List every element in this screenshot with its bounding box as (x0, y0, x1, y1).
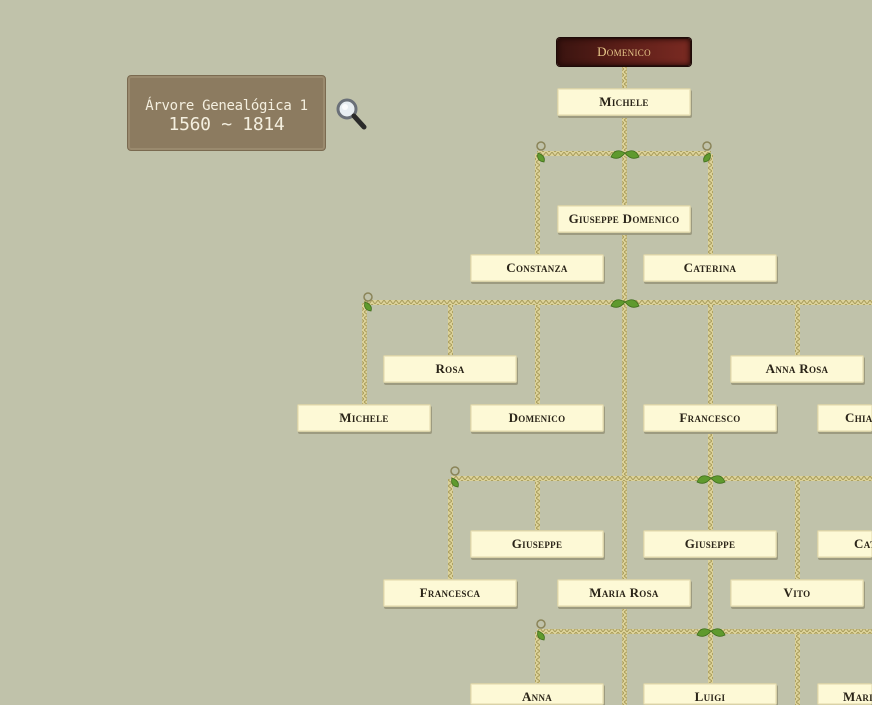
person-name: Francesco (679, 410, 741, 425)
person-name: Rosa (435, 361, 465, 376)
person-name: Michele (599, 94, 649, 109)
person-card-giuseppe-domenico[interactable]: Giuseppe Domenico (557, 205, 691, 233)
person-name: Maria Rosa (589, 585, 659, 600)
magnifier-icon[interactable] (333, 96, 369, 132)
person-name: Constanza (506, 260, 568, 275)
person-card-giuseppe-2[interactable]: Giuseppe (643, 530, 777, 558)
person-name: Vito (783, 585, 811, 600)
person-card-giuseppe[interactable]: Giuseppe (470, 530, 604, 558)
tree-title: Árvore Genealógica 1 (145, 98, 308, 114)
person-card-cat-partial[interactable]: Cat (817, 530, 872, 558)
person-name: Francesca (419, 585, 481, 600)
person-name: Mari (843, 689, 872, 704)
person-card-caterina[interactable]: Caterina (643, 254, 777, 282)
person-card-maria-rosa[interactable]: Maria Rosa (557, 579, 691, 607)
person-name: Anna Rosa (765, 361, 829, 376)
person-name: Domenico (508, 410, 566, 425)
person-name: Giuseppe Domenico (568, 211, 680, 226)
tree-date-range: 1560 ~ 1814 (168, 114, 285, 135)
person-card-rosa[interactable]: Rosa (383, 355, 517, 383)
leaf-ornaments (364, 150, 726, 641)
person-card-chia-partial[interactable]: Chia (817, 404, 872, 432)
person-name: Caterina (683, 260, 737, 275)
person-name: Chia (845, 410, 872, 425)
vertical-ropes (362, 64, 800, 705)
person-card-mari-partial[interactable]: Mari (817, 683, 872, 705)
person-card-michele[interactable]: Michele (557, 88, 691, 116)
person-card-michele-2[interactable]: Michele (297, 404, 431, 432)
person-name: Cat (854, 536, 872, 551)
person-card-anna[interactable]: Anna (470, 683, 604, 705)
person-card-anna-rosa[interactable]: Anna Rosa (730, 355, 864, 383)
person-name: Anna (521, 689, 553, 704)
person-card-francesco[interactable]: Francesco (643, 404, 777, 432)
person-name: Giuseppe (684, 536, 736, 551)
person-name: Domenico (597, 44, 651, 59)
person-name: Luigi (694, 689, 726, 704)
person-card-constanza[interactable]: Constanza (470, 254, 604, 282)
person-card-domenico-root[interactable]: Domenico (557, 38, 691, 66)
person-card-vito[interactable]: Vito (730, 579, 864, 607)
person-card-domenico-2[interactable]: Domenico (470, 404, 604, 432)
person-name: Giuseppe (511, 536, 563, 551)
person-card-luigi[interactable]: Luigi (643, 683, 777, 705)
person-name: Michele (339, 410, 389, 425)
vine-curls (363, 141, 712, 629)
tree-title-plaque: Árvore Genealógica 1 1560 ~ 1814 (127, 75, 326, 151)
person-card-francesca[interactable]: Francesca (383, 579, 517, 607)
